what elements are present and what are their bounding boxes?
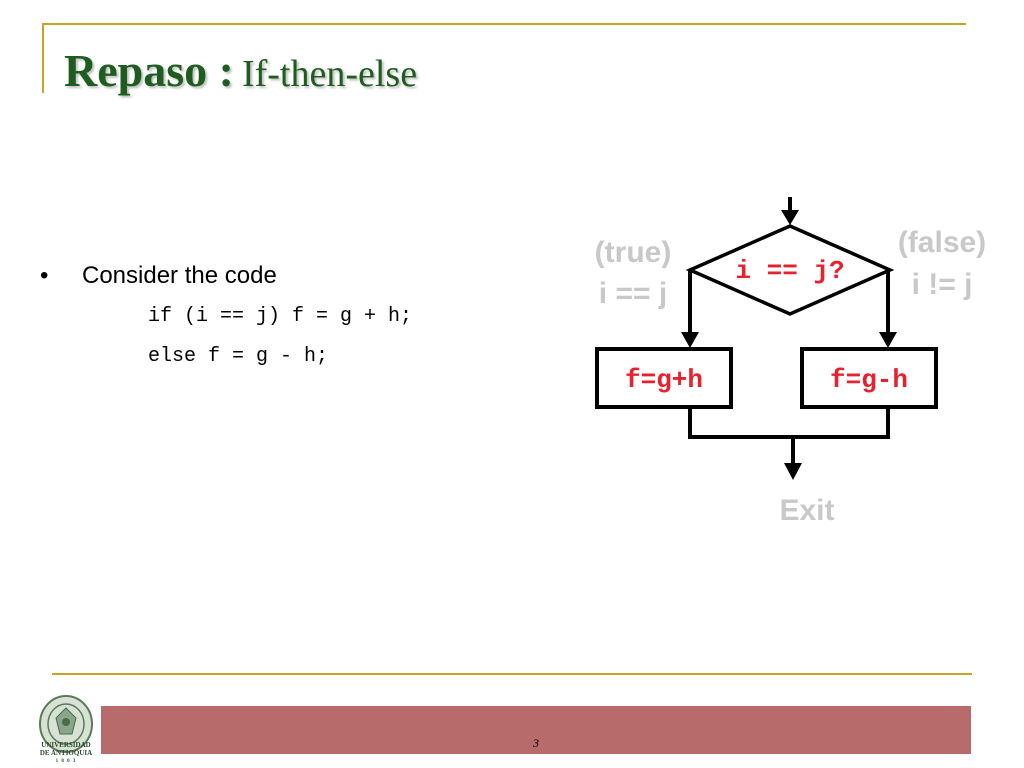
left-rule xyxy=(42,23,44,93)
footer-bar xyxy=(101,706,971,754)
slide-title-main: Repaso : xyxy=(64,45,234,96)
bullet-dot: • xyxy=(40,262,49,289)
false-branch-arrowhead xyxy=(879,332,897,348)
bullet-item: • Consider the code xyxy=(40,262,277,290)
condition-text: i == j? xyxy=(735,256,844,286)
university-seal-icon xyxy=(39,695,93,753)
false-action-box xyxy=(800,347,938,409)
decision-diamond xyxy=(685,224,895,316)
bottom-rule xyxy=(52,673,972,675)
true-condition-label: i == j xyxy=(599,277,667,310)
exit-label: Exit xyxy=(779,494,834,527)
true-action-text: f=g+h xyxy=(625,365,703,395)
code-line-2: else f = g - h; xyxy=(148,345,329,368)
false-label: (false) xyxy=(898,226,986,259)
slide-title-sub: If-then-else xyxy=(241,53,418,95)
bullet-text: Consider the code xyxy=(82,262,277,289)
true-branch-arrowhead xyxy=(681,332,699,348)
logo-text-line-2: DE ANTIOQUIA xyxy=(39,749,93,757)
true-label: (true) xyxy=(595,236,672,269)
logo-text-line-1: UNIVERSIDAD xyxy=(41,741,91,749)
slide-title: Repaso : If-then-else xyxy=(64,44,417,97)
true-action-box xyxy=(595,347,733,409)
false-condition-label: i != j xyxy=(912,268,973,301)
logo-text-line-3: 1 8 0 3 xyxy=(55,759,77,764)
exit-arrowhead xyxy=(784,463,802,480)
entry-arrowhead xyxy=(781,210,799,225)
page-number: 3 xyxy=(533,736,539,750)
false-action-text: f=g-h xyxy=(830,365,908,395)
code-line-1: if (i == j) f = g + h; xyxy=(148,305,413,328)
top-rule xyxy=(42,23,966,25)
merge-line xyxy=(688,407,890,439)
